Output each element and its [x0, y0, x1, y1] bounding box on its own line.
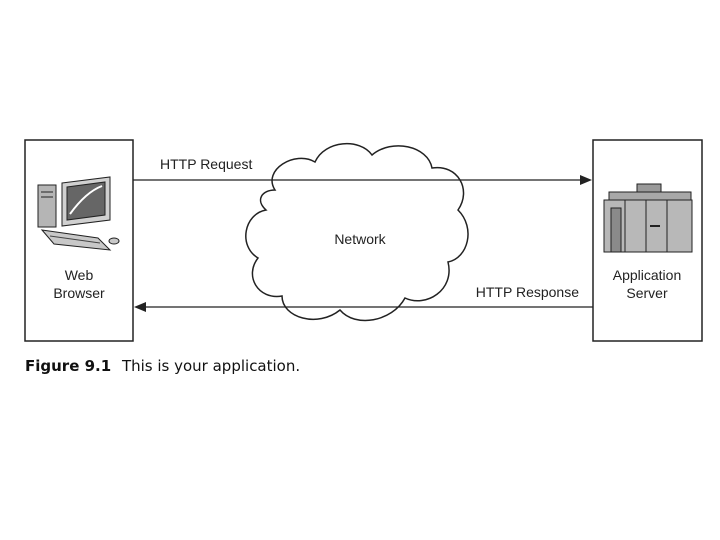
- http-response-arrowhead: [134, 302, 146, 312]
- http-request-edge: HTTP Request: [133, 156, 592, 185]
- web-browser-label-line1: Web: [65, 267, 94, 283]
- web-browser-label-line2: Browser: [53, 285, 105, 301]
- application-server-label-line2: Server: [626, 285, 668, 301]
- http-response-edge: HTTP Response: [134, 284, 593, 312]
- cloud-icon: [245, 142, 469, 322]
- application-server-label-line1: Application: [613, 267, 682, 283]
- figure-number: Figure 9.1: [25, 357, 112, 375]
- figure-caption-text: This is your application.: [121, 357, 301, 375]
- network-cloud: Network: [245, 142, 469, 322]
- http-request-label: HTTP Request: [160, 156, 252, 172]
- web-browser-node: Web Browser: [24, 139, 134, 342]
- http-request-arrowhead: [580, 175, 592, 185]
- desktop-computer-icon: [37, 176, 120, 251]
- server-rack-icon: [603, 183, 693, 253]
- http-response-label: HTTP Response: [476, 284, 579, 300]
- application-server-node: Application Server: [592, 139, 703, 342]
- network-label: Network: [334, 231, 386, 247]
- figure-caption: Figure 9.1 This is your application.: [25, 357, 300, 375]
